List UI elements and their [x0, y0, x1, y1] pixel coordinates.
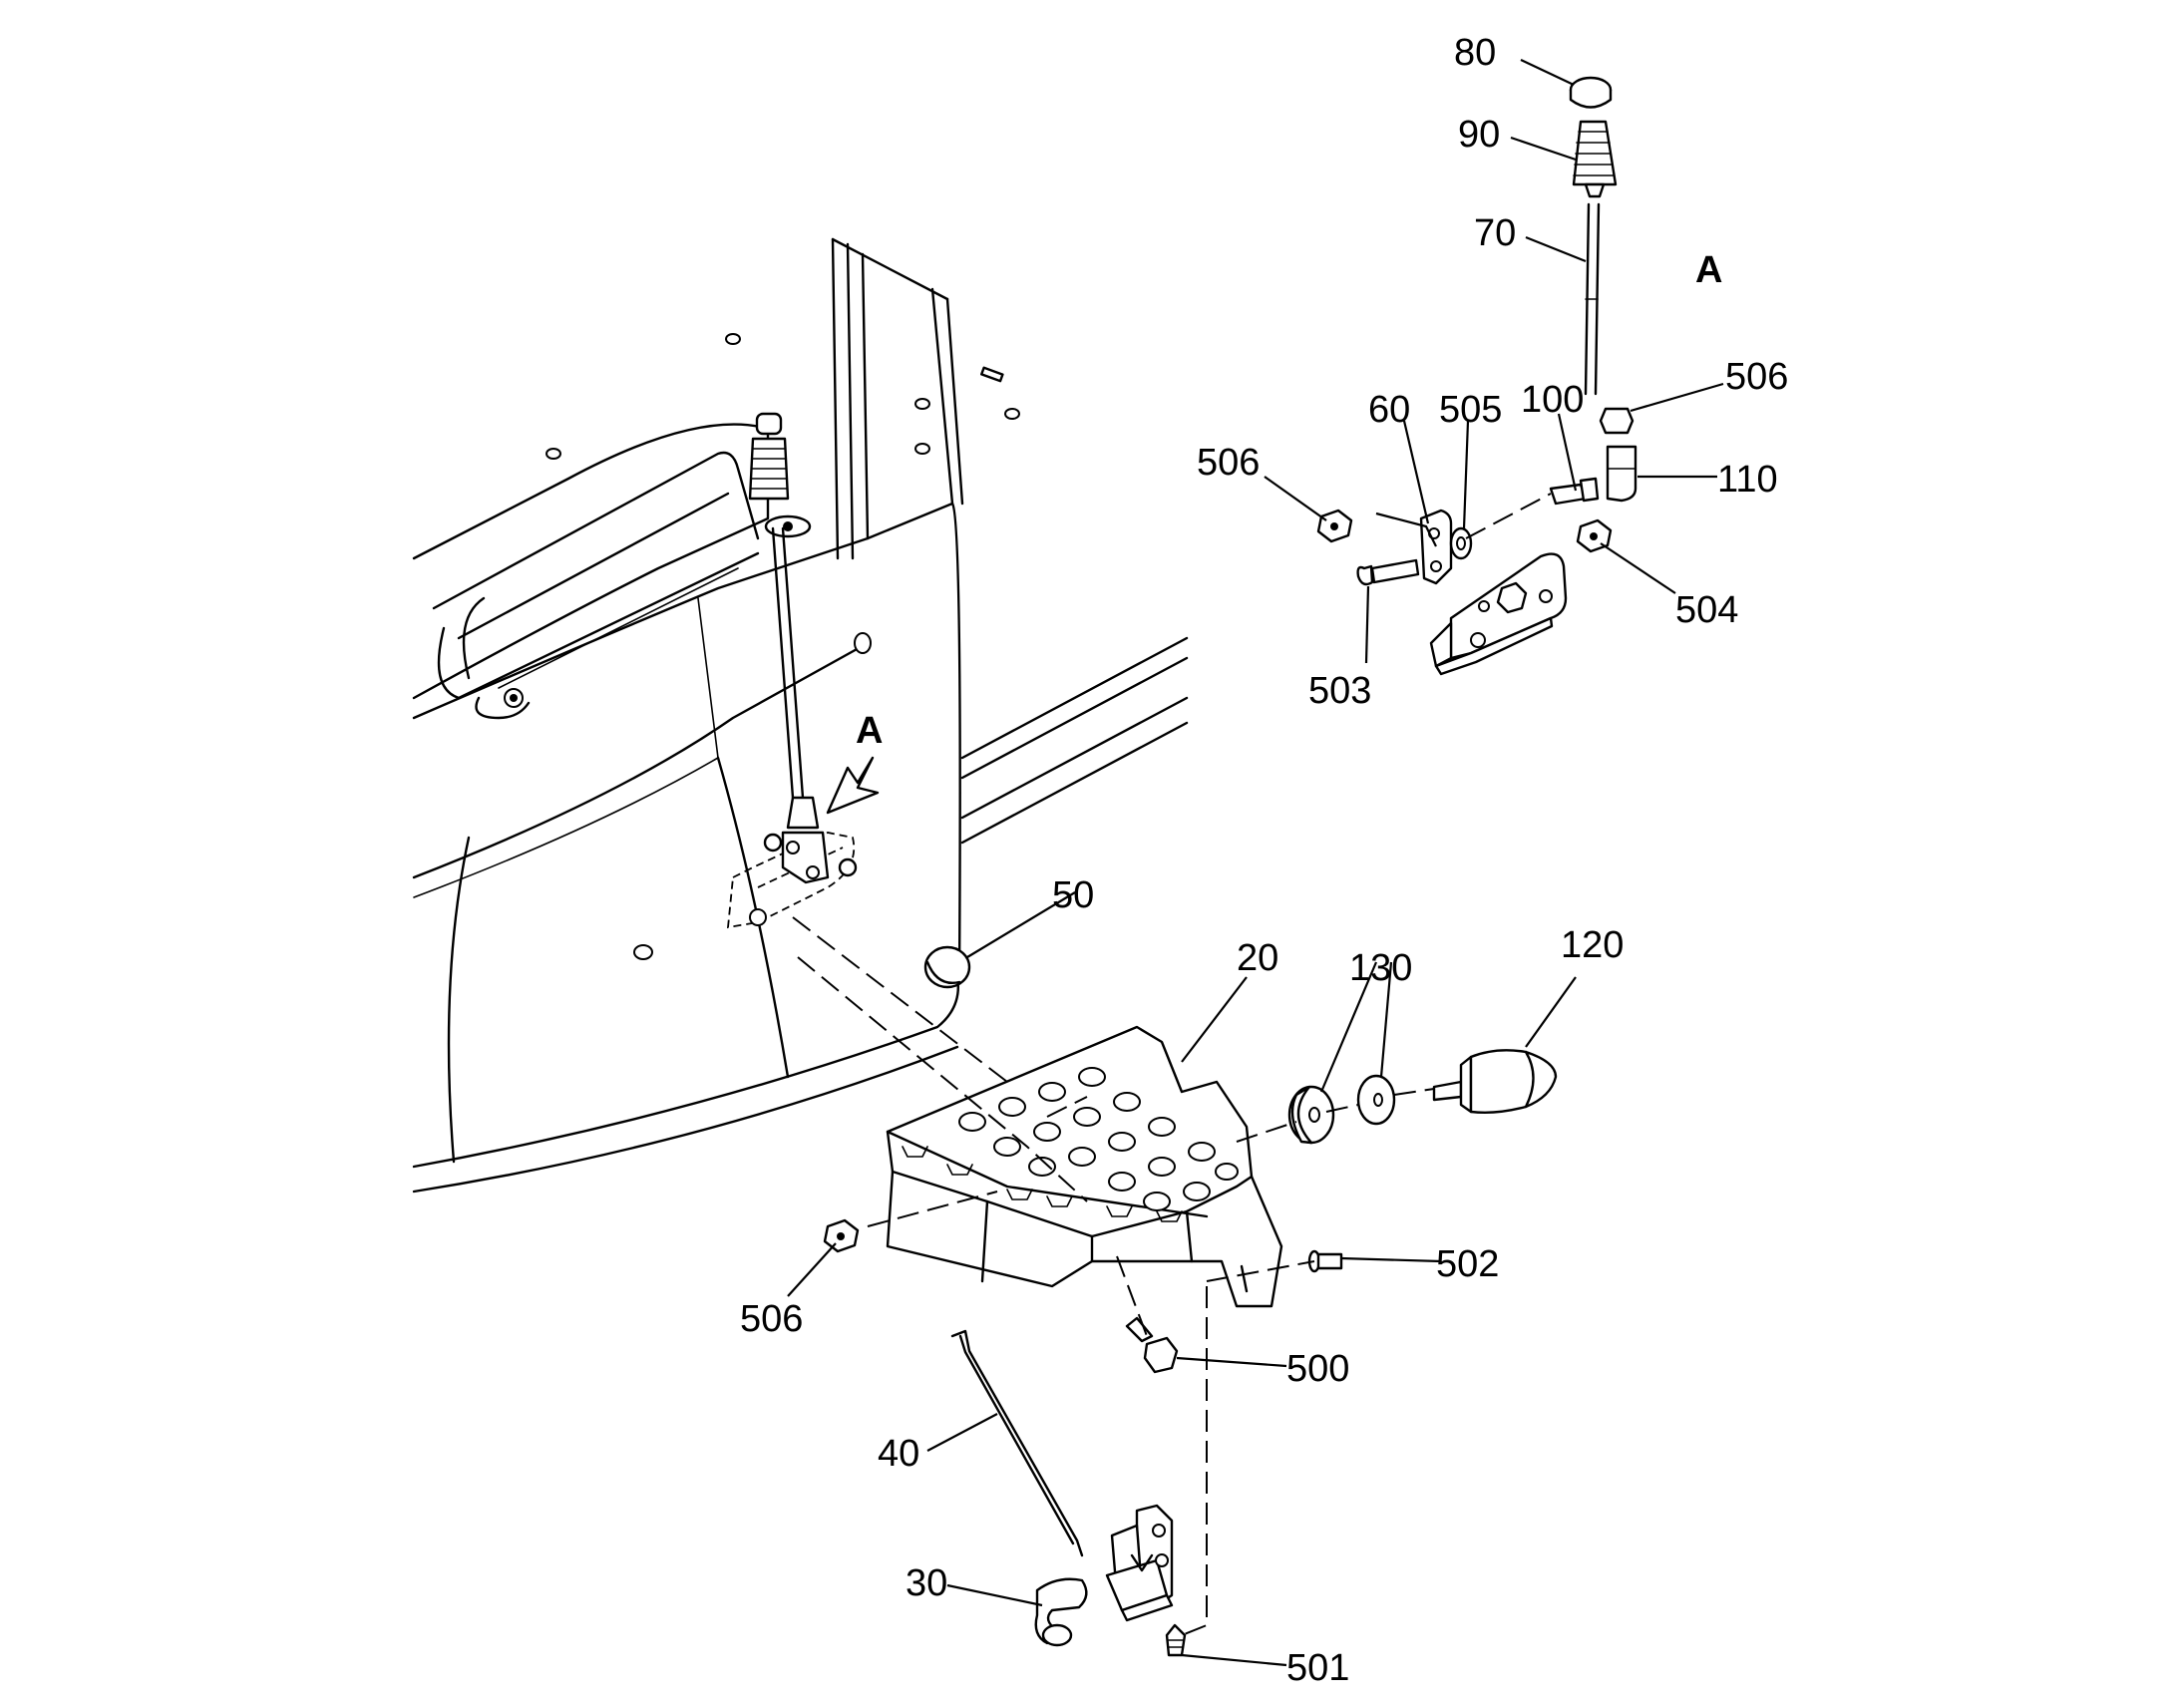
callout-502: 502	[1436, 1243, 1499, 1285]
callout-100: 100	[1521, 379, 1584, 421]
callout-50: 50	[1052, 874, 1094, 916]
callout-503: 503	[1308, 670, 1371, 712]
step-plate-part-20	[886, 1025, 1283, 1308]
latch-bracket-assembly	[1034, 1504, 1187, 1657]
callout-500: 500	[1286, 1348, 1349, 1390]
callout-506-bottom: 506	[740, 1298, 803, 1340]
callout-90: 90	[1458, 114, 1500, 156]
stopper-part-120	[1432, 1049, 1558, 1115]
callout-505: 505	[1439, 389, 1502, 431]
callout-60: 60	[1368, 389, 1410, 431]
view-a-indicator-arrow	[826, 756, 880, 815]
callout-506-top: 506	[1725, 356, 1788, 398]
callout-501: 501	[1286, 1647, 1349, 1689]
callout-110: 110	[1717, 459, 1778, 501]
step-plate-holes	[958, 1067, 1239, 1211]
callout-labels: 80 90 70 A 506 110 100 505 60 506 503 50…	[740, 32, 1788, 1689]
bumper-part-50	[923, 945, 971, 989]
bolt-part-500	[1125, 1316, 1179, 1374]
callout-504: 504	[1675, 589, 1738, 631]
callout-40: 40	[878, 1433, 919, 1475]
view-a-marker-body: A	[856, 710, 883, 752]
cabin-body	[412, 237, 1189, 1194]
callout-70: 70	[1474, 212, 1516, 254]
callout-80: 80	[1454, 32, 1496, 74]
washers-part-130	[1287, 1074, 1396, 1145]
rod-part-40	[950, 1329, 1084, 1557]
callout-130: 130	[1349, 947, 1412, 989]
assembly-centerlines	[792, 916, 1435, 1636]
callout-506-left: 506	[1197, 442, 1260, 484]
callout-120: 120	[1561, 924, 1624, 966]
view-a-marker-detail: A	[1695, 249, 1722, 291]
leader-lines	[787, 59, 1724, 1667]
installed-rod-assembly	[748, 412, 858, 884]
callout-30: 30	[906, 1562, 947, 1604]
callout-20: 20	[1237, 937, 1278, 979]
nut-part-506-bottom	[823, 1218, 860, 1253]
detail-a-parts	[1316, 76, 1637, 676]
